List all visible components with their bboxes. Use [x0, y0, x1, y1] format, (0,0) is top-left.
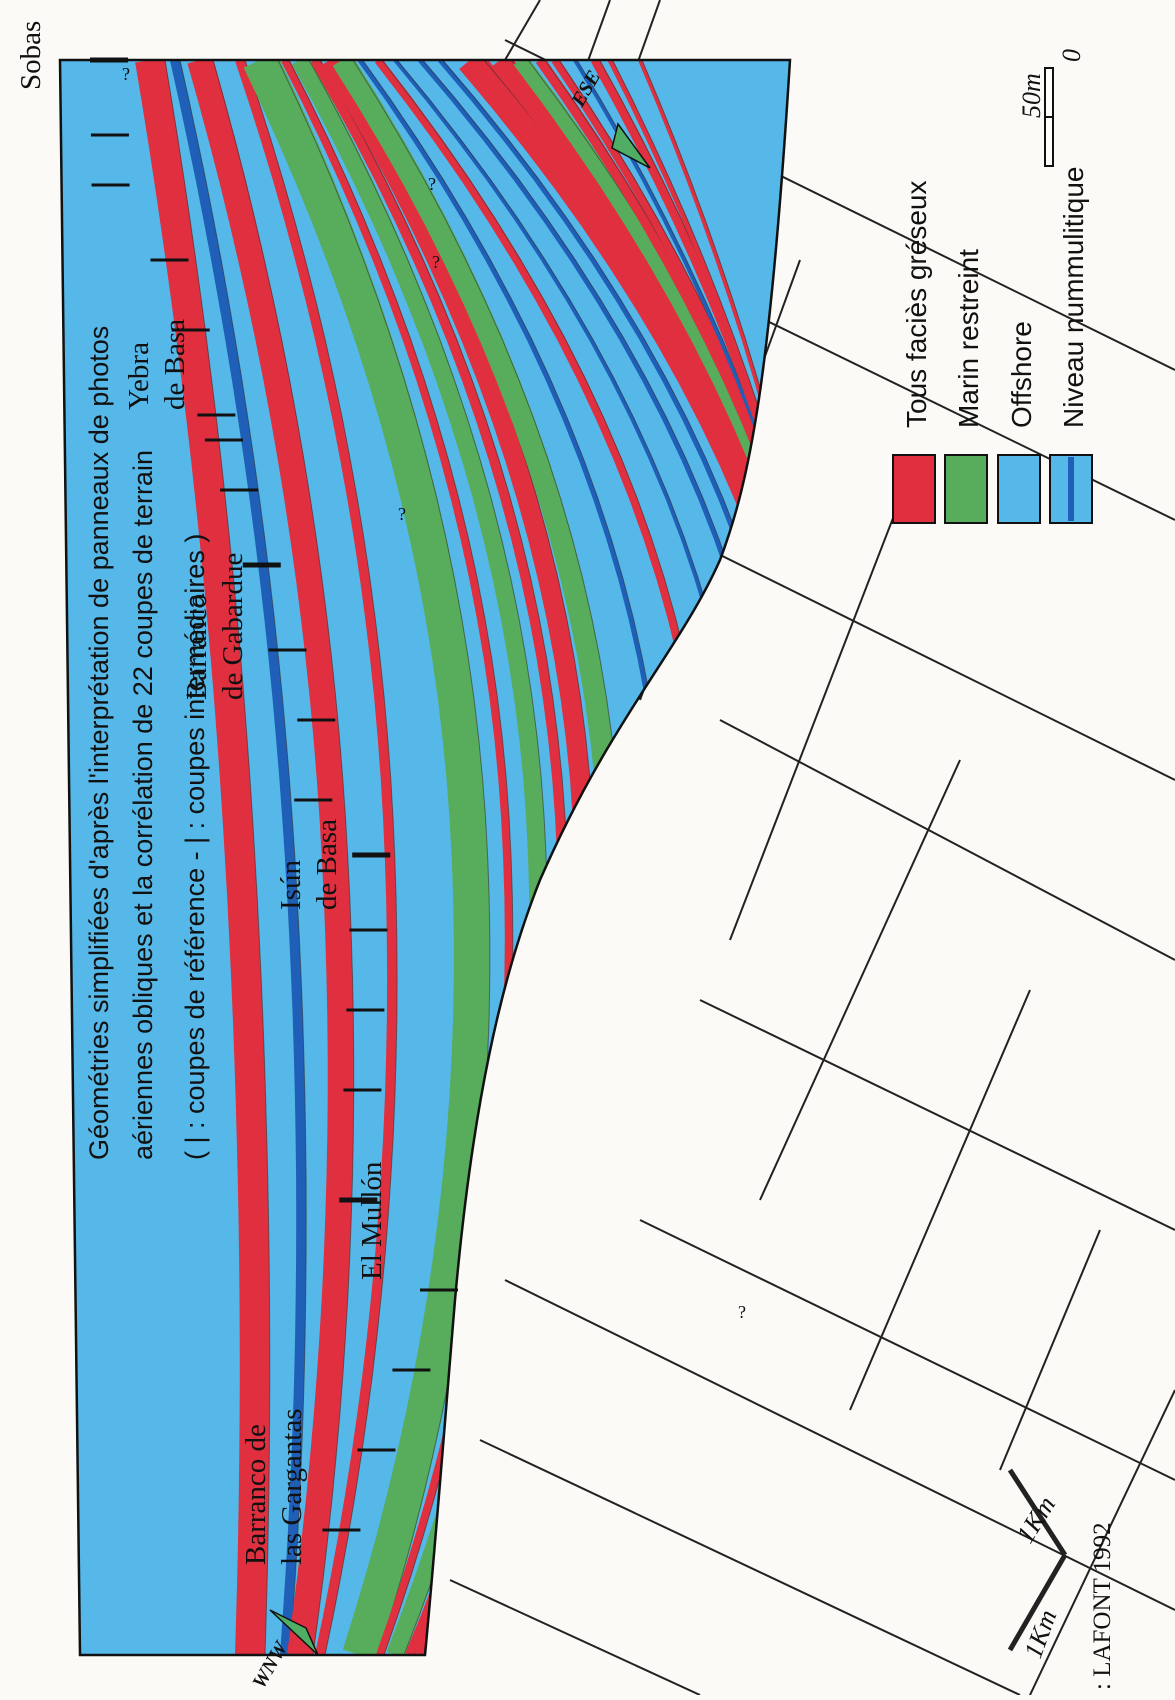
layer-boundary	[244, 60, 398, 1655]
question-mark: ?	[432, 252, 440, 272]
locality-label: de Basa	[311, 819, 343, 910]
layer-boundary	[576, 60, 790, 1655]
uncertainty-marks: ? ? ? ? ?	[122, 64, 746, 1322]
locality-gabardue: Barranco de Gabardue	[181, 553, 249, 700]
marin-restreint-layer	[513, 60, 790, 1655]
locality-isun: Isún de Basa	[275, 819, 343, 910]
svg-text:1Km: 1Km	[1018, 1606, 1062, 1662]
layer-boundary	[612, 60, 790, 1655]
question-mark: ?	[738, 1302, 746, 1322]
gres-layer	[551, 60, 790, 1655]
locality-yebra: Yebra de Basa	[123, 319, 191, 410]
locality-label: El Mullón	[356, 1161, 388, 1280]
layer-boundary	[164, 60, 271, 1655]
red-swatch	[892, 454, 936, 524]
layer-boundary	[641, 60, 790, 1655]
credit: : LAFONT 1992	[1089, 1522, 1116, 1690]
locality-label: Barranco de	[240, 1424, 272, 1565]
question-mark: ?	[428, 174, 436, 194]
blue-swatch	[997, 454, 1041, 524]
nummulitic-level	[573, 60, 790, 1655]
legend-label: Offshore	[1006, 321, 1037, 428]
scale-bottom-label: 0	[1057, 49, 1086, 62]
direction-arrow-icon	[269, 1609, 319, 1656]
gres-layer	[607, 60, 790, 1655]
legend: Tous faciès gréseux Marin restreint Offs…	[892, 167, 1093, 524]
layer-boundary	[212, 60, 355, 1655]
locality-label: de Basa	[159, 319, 191, 410]
question-mark: ?	[122, 64, 130, 84]
locality-label: Isún	[275, 860, 307, 910]
figure-title: Géométries simplifiées d'après l'interpr…	[84, 326, 210, 1160]
scale-top-label: 50m	[1017, 73, 1046, 118]
section-ticks	[90, 57, 458, 1532]
legend-label: Marin restreint	[953, 249, 984, 428]
green-swatch	[944, 454, 988, 524]
title-line-2: aériennes obliques et la corrélation de …	[128, 450, 158, 1160]
locality-label: Barranco	[181, 594, 213, 700]
gres-layer	[591, 60, 790, 1655]
legend-label: Niveau nummulitique	[1058, 167, 1089, 428]
gres-layer	[638, 60, 790, 1655]
locality-mullon: El Mullón	[356, 1161, 388, 1280]
locality-label: las Gargantas	[276, 1409, 308, 1566]
layer-boundary	[179, 60, 307, 1655]
grid-scale-label-left: 1Km	[1018, 1606, 1062, 1662]
north-arrow-icon	[611, 122, 651, 169]
locality-label: Yebra	[123, 342, 155, 410]
gres-layer	[187, 60, 354, 1655]
band-outline	[58, 58, 792, 1657]
legend-label: Tous faciès gréseux	[901, 181, 932, 428]
vertical-scale: 50m 0	[1017, 49, 1086, 167]
grid-scale-bars	[1007, 1468, 1068, 1652]
locality-label: de Gabardue	[217, 553, 249, 700]
marin-restreint-layer	[243, 60, 490, 1655]
locality-label: Sobas	[15, 21, 47, 90]
gres-layer	[135, 60, 270, 1655]
gres-layer	[535, 60, 790, 1655]
nummulitic-level	[170, 60, 307, 1655]
question-mark: ?	[398, 504, 406, 524]
locality-gargantas: Barranco de las Gargantas	[240, 1409, 308, 1566]
svg-text:: LAFONT 1992: : LAFONT 1992	[1089, 1522, 1116, 1690]
title-line-3: ( | : coupes de référence - | : coupes i…	[180, 534, 210, 1160]
title-line-1: Géométries simplifiées d'après l'interpr…	[84, 326, 114, 1160]
locality-sobas: Sobas	[15, 21, 47, 90]
